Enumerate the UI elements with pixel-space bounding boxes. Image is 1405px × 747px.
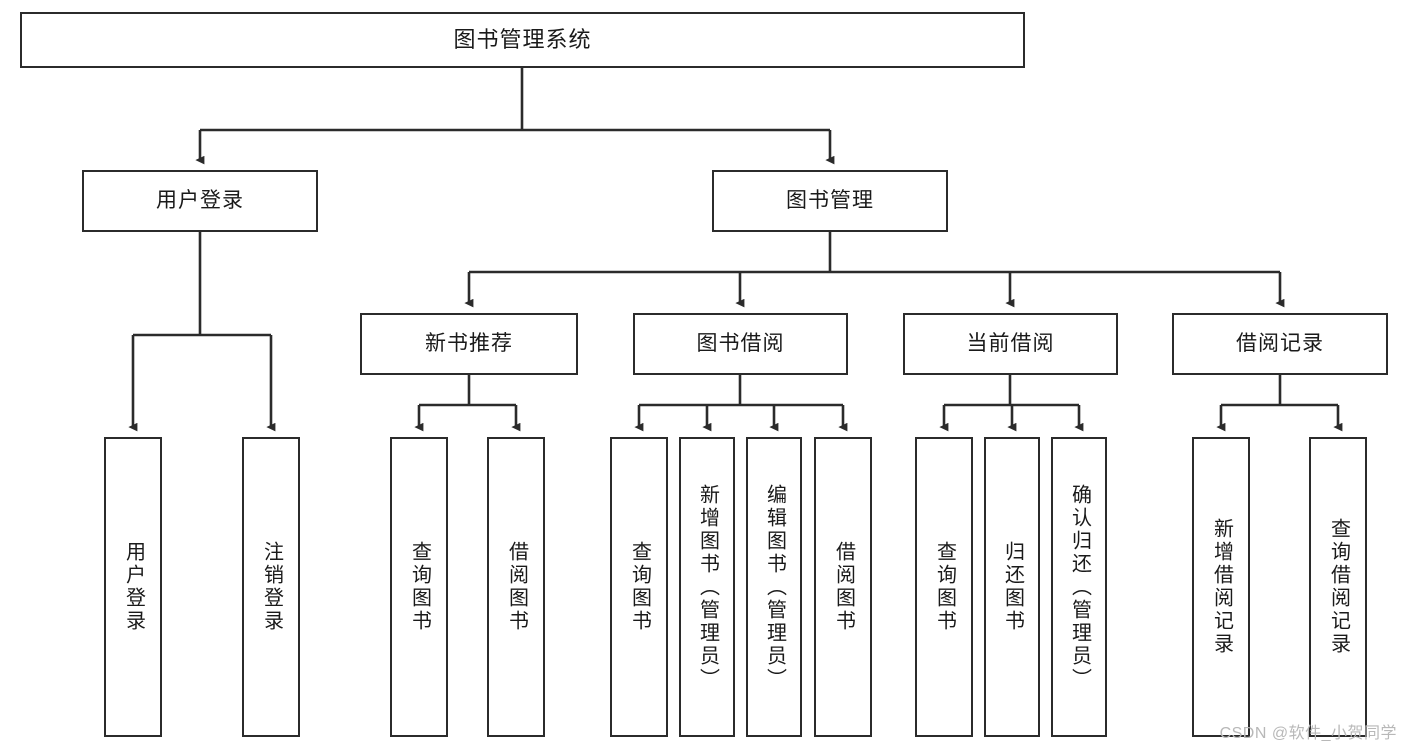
node-leaf-query-book-rec[interactable]: 查询图书 [390,437,448,737]
node-leaf-logout[interactable]: 注销登录 [242,437,300,737]
node-user-login[interactable]: 用户登录 [82,170,318,232]
node-current-borrow-label: 当前借阅 [966,332,1055,356]
node-leaf-add-record[interactable]: 新增借阅记录 [1192,437,1250,737]
node-book-manage-label: 图书管理 [786,189,874,213]
node-leaf-confirm-return-label: 确认归还（管理员） [1068,483,1091,691]
node-leaf-edit-book[interactable]: 编辑图书（管理员） [746,437,802,737]
node-leaf-query-book-cur[interactable]: 查询图书 [915,437,973,737]
node-user-login-label: 用户登录 [156,189,244,213]
node-new-book-rec[interactable]: 新书推荐 [360,313,578,375]
node-book-borrow[interactable]: 图书借阅 [633,313,848,375]
node-leaf-logout-label: 注销登录 [260,541,283,633]
node-leaf-query-book-rec-label: 查询图书 [408,541,431,633]
node-root[interactable]: 图书管理系统 [20,12,1025,68]
node-book-borrow-label: 图书借阅 [696,332,785,356]
node-new-book-rec-label: 新书推荐 [425,332,513,356]
node-leaf-edit-book-label: 编辑图书（管理员） [763,483,786,691]
node-leaf-borrow-book-label: 借阅图书 [832,541,855,633]
node-leaf-user-login-label: 用户登录 [122,541,145,633]
node-leaf-borrow-book-rec-label: 借阅图书 [505,541,528,633]
node-leaf-return-book-label: 归还图书 [1001,541,1024,633]
node-leaf-query-record[interactable]: 查询借阅记录 [1309,437,1367,737]
node-leaf-add-record-label: 新增借阅记录 [1210,518,1233,656]
node-leaf-borrow-book[interactable]: 借阅图书 [814,437,872,737]
node-borrow-record[interactable]: 借阅记录 [1172,313,1388,375]
node-leaf-borrow-book-rec[interactable]: 借阅图书 [487,437,545,737]
node-leaf-query-book-borrow[interactable]: 查询图书 [610,437,668,737]
node-leaf-query-record-label: 查询借阅记录 [1327,518,1350,656]
node-root-label: 图书管理系统 [453,26,592,52]
node-leaf-add-book[interactable]: 新增图书（管理员） [679,437,735,737]
watermark: CSDN @软件_小贺同学 [1219,725,1397,742]
node-book-manage[interactable]: 图书管理 [712,170,948,232]
node-leaf-query-book-cur-label: 查询图书 [933,541,956,633]
node-leaf-query-book-borrow-label: 查询图书 [628,541,651,633]
node-current-borrow[interactable]: 当前借阅 [903,313,1118,375]
node-leaf-return-book[interactable]: 归还图书 [984,437,1040,737]
node-borrow-record-label: 借阅记录 [1236,332,1324,356]
node-leaf-user-login[interactable]: 用户登录 [104,437,162,737]
node-leaf-add-book-label: 新增图书（管理员） [696,483,719,691]
node-leaf-confirm-return[interactable]: 确认归还（管理员） [1051,437,1107,737]
